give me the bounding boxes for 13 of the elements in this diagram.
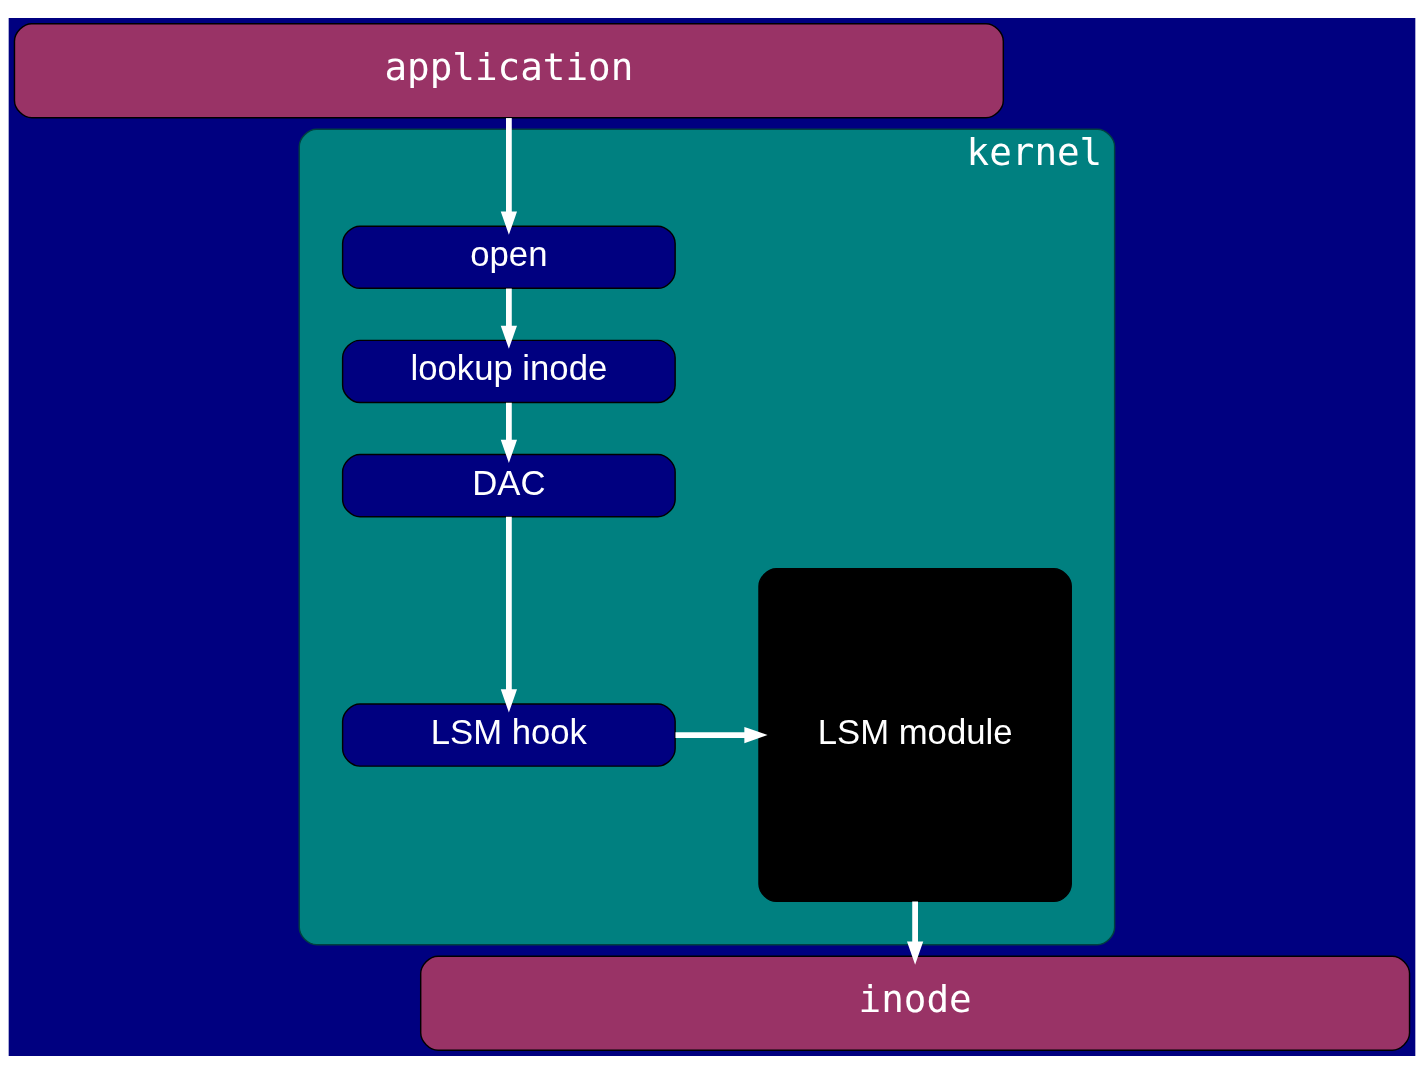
- node-box: lookup inode: [341, 339, 676, 403]
- node-box: DAC: [341, 453, 676, 517]
- arrow: [500, 402, 517, 463]
- node-box: LSM module: [758, 567, 1072, 902]
- arrow: [500, 288, 517, 349]
- node-box: application: [13, 22, 1005, 118]
- arrow: [500, 117, 517, 235]
- node-box: inode: [419, 955, 1411, 1051]
- arrow: [675, 726, 768, 743]
- arrow: [500, 516, 517, 712]
- arrow: [907, 901, 924, 965]
- node-box: LSM hook: [341, 702, 676, 767]
- node-box: open: [341, 224, 676, 289]
